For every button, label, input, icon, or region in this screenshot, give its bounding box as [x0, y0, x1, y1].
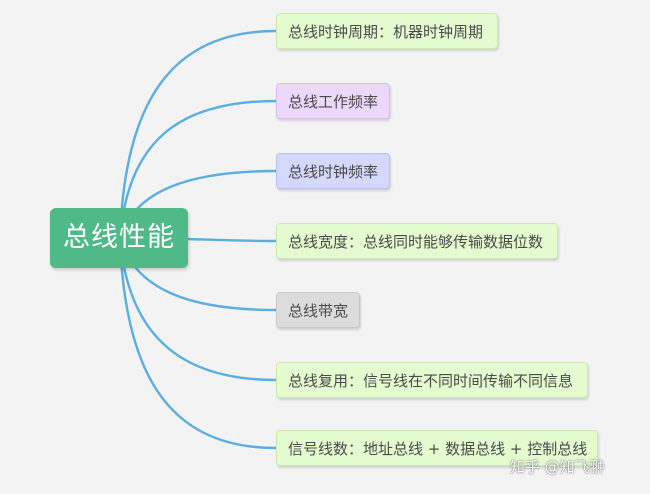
branch-node-bus-bandwidth[interactable]: 总线带宽	[276, 292, 360, 328]
branch-node-bus-multiplexing[interactable]: 总线复用：信号线在不同时间传输不同信息	[276, 362, 588, 398]
connector-7	[118, 237, 277, 450]
connector-6	[118, 237, 277, 382]
branch-node-signal-line-count[interactable]: 信号线数：地址总线 + 数据总线 + 控制总线	[276, 430, 598, 466]
watermark-text: 知乎 @知飞翀	[510, 458, 605, 476]
root-node[interactable]: 总线性能	[50, 208, 188, 268]
connector-4	[187, 237, 277, 243]
branch-node-bus-operating-frequency[interactable]: 总线工作频率	[276, 83, 390, 119]
connector-1	[118, 29, 277, 239]
branch-node-bus-clock-frequency[interactable]: 总线时钟频率	[276, 153, 390, 189]
branch-node-bus-width[interactable]: 总线宽度：总线同时能够传输数据位数	[276, 223, 558, 259]
connector-2	[118, 99, 277, 239]
branch-node-bus-clock-cycle[interactable]: 总线时钟周期：机器时钟周期	[276, 13, 498, 49]
